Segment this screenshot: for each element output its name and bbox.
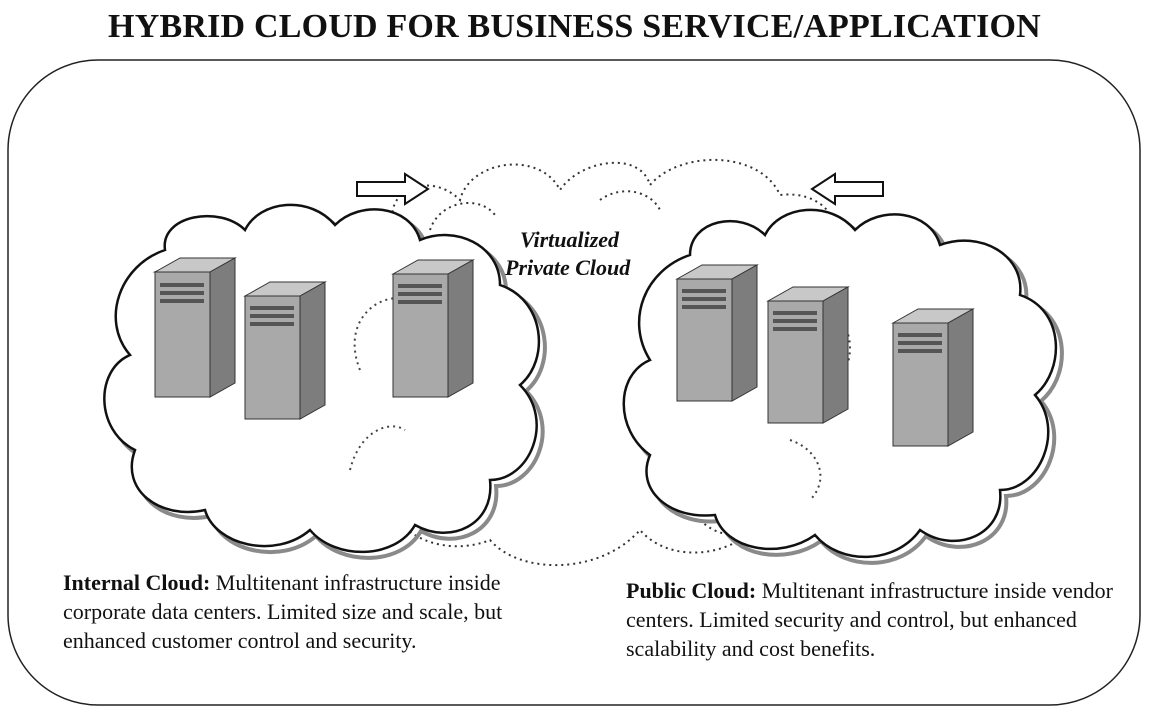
server-icon — [675, 264, 759, 402]
private-cloud-label-line2: Private Cloud — [505, 255, 631, 280]
right-arrow-icon — [356, 172, 430, 206]
private-cloud-label: Virtualized Private Cloud — [505, 226, 630, 282]
public-cloud-caption: Public Cloud: Multitenant infrastructure… — [626, 576, 1146, 663]
internal-cloud-heading: Internal Cloud: — [63, 570, 211, 595]
internal-cloud-caption: Internal Cloud: Multitenant infrastructu… — [63, 568, 583, 655]
public-cloud-heading: Public Cloud: — [626, 578, 757, 603]
server-icon — [891, 308, 975, 447]
private-cloud-label-line1: Virtualized — [520, 227, 620, 252]
outer-frame — [7, 59, 1141, 706]
left-arrow-icon — [810, 172, 884, 206]
server-icon — [766, 286, 850, 424]
server-icon — [391, 259, 475, 398]
internal-cloud-text: Multitenant infrastructure inside corpor… — [63, 570, 503, 653]
server-icon — [243, 281, 327, 420]
server-icon — [153, 257, 237, 398]
public-cloud-text: Multitenant infrastructure inside vendor… — [626, 578, 1113, 661]
page-title: HYBRID CLOUD FOR BUSINESS SERVICE/APPLIC… — [108, 8, 1041, 45]
